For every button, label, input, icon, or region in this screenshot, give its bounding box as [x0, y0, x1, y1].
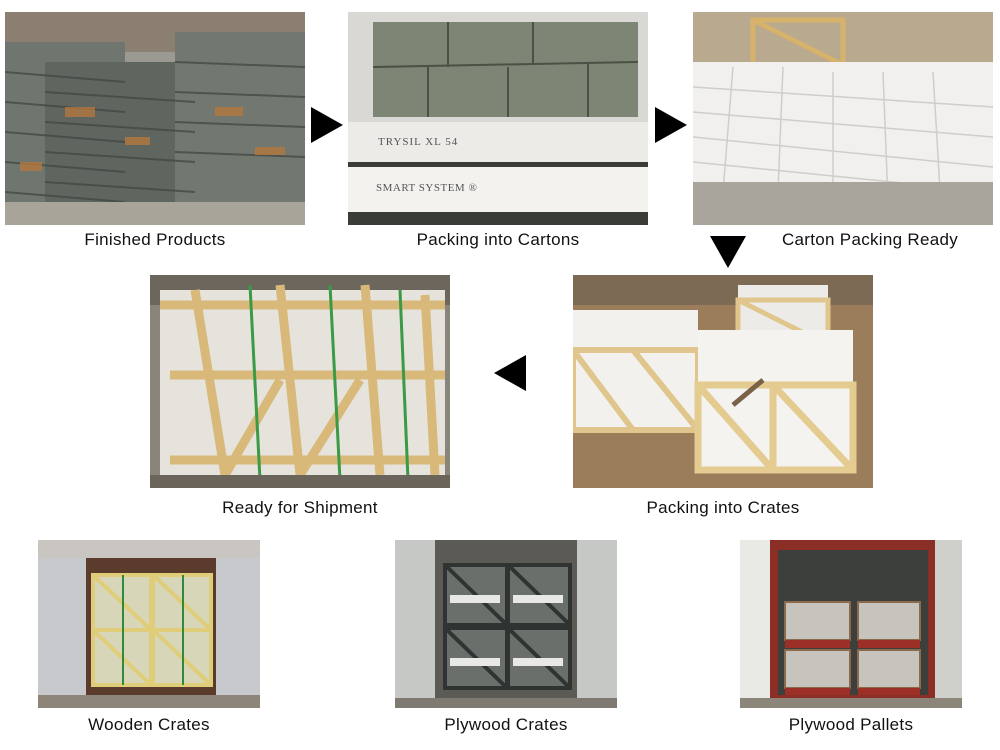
finished-products-photo: [5, 12, 305, 225]
caption-finished-products: Finished Products: [84, 230, 226, 249]
ready-shipment-photo: [150, 275, 450, 488]
caption-wooden-crates: Wooden Crates: [88, 715, 210, 734]
caption-carton-ready: Carton Packing Ready: [781, 230, 959, 249]
flow-arrow-down: [710, 236, 746, 268]
caption-packing-cartons: Packing into Cartons: [416, 230, 580, 249]
carton-label-1: TRYSIL XL 54: [378, 136, 459, 148]
plywood-pallets-photo: [740, 540, 962, 708]
carton-label-2: SMART SYSTEM ®: [376, 182, 478, 194]
wooden-crates-photo: [38, 540, 260, 708]
caption-plywood-crates: Plywood Crates: [444, 715, 568, 734]
flow-arrow-right-1: [311, 107, 343, 143]
carton-ready-photo: [693, 12, 993, 225]
caption-plywood-pallets: Plywood Pallets: [788, 715, 914, 734]
packing-cartons-photo: TRYSIL XL 54 SMART SYSTEM ®: [348, 12, 648, 225]
caption-packing-crates: Packing into Crates: [646, 498, 800, 517]
flow-arrow-left: [494, 355, 526, 391]
caption-ready-shipment: Ready for Shipment: [222, 498, 378, 517]
plywood-crates-photo: [395, 540, 617, 708]
flow-arrow-right-2: [655, 107, 687, 143]
packing-crates-photo: [573, 275, 873, 488]
